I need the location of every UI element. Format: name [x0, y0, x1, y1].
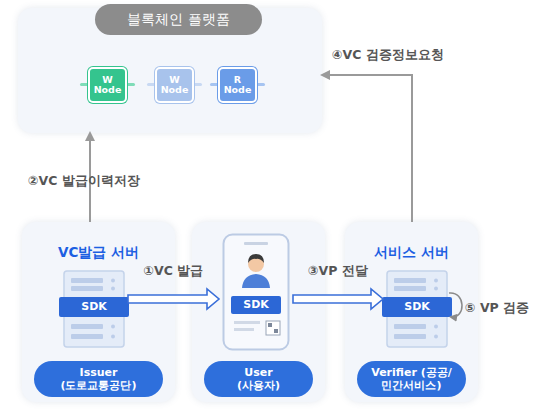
- server-slot: [71, 286, 103, 291]
- server-slot: [71, 278, 103, 283]
- user-panel: User (사용자) SDK: [192, 222, 325, 402]
- server-slot: [394, 286, 426, 291]
- server-box: SDK: [386, 270, 448, 348]
- step-label: ①VC 발급: [144, 263, 204, 280]
- phone-header: [244, 242, 268, 245]
- node-label: W Node: [92, 75, 124, 95]
- blockchain-platform: 블록체인 플랫폼W NodeW NodeR Node: [18, 8, 322, 133]
- role-label: User (사용자): [233, 366, 285, 392]
- step-label: ④VC 검증정보요청: [332, 47, 444, 64]
- step-label: ⑤ VP 검증: [465, 300, 529, 317]
- qr-dot: [268, 323, 272, 327]
- sdk-badge: SDK: [382, 297, 452, 317]
- server-led: [434, 325, 438, 329]
- role-label: Issuer (도로교통공단): [53, 366, 145, 392]
- panel-title: VC발급 서버: [22, 244, 175, 262]
- server-led: [111, 335, 115, 339]
- node-icon: R Node: [218, 67, 257, 103]
- server-slot: [394, 278, 426, 283]
- server-led: [434, 335, 438, 339]
- flow-line: [322, 75, 412, 222]
- qr-dot: [274, 329, 278, 333]
- server-led: [111, 279, 115, 283]
- server-slot: [71, 334, 103, 339]
- write-node: W Node: [147, 67, 202, 103]
- role-pill: User (사용자): [204, 361, 313, 397]
- node-label: R Node: [222, 75, 254, 95]
- role-pill: Issuer (도로교통공단): [34, 361, 163, 397]
- user-hair: [248, 254, 264, 263]
- read-node: R Node: [210, 67, 265, 103]
- server-box: SDK: [63, 270, 125, 348]
- phone-body: [224, 235, 289, 350]
- step-label: ③VP 전달: [308, 263, 368, 280]
- qr-code: [266, 321, 280, 335]
- sdk-badge: SDK: [231, 296, 281, 314]
- server-slot: [71, 324, 103, 329]
- info-line: [234, 321, 260, 324]
- node-label: W Node: [159, 75, 191, 95]
- server-led: [111, 287, 115, 291]
- server-slot: [394, 334, 426, 339]
- role-pill: Verifier (공공/민간서비스): [357, 361, 466, 397]
- server-led: [434, 279, 438, 283]
- write-node: W Node: [80, 67, 135, 103]
- sdk-badge: SDK: [59, 297, 129, 317]
- step-label: ②VC 발급이력저장: [28, 173, 140, 190]
- server-led: [434, 287, 438, 291]
- server-led: [111, 325, 115, 329]
- panel-title: 서비스 서버: [345, 244, 478, 262]
- platform-title: 블록체인 플랫폼: [95, 4, 262, 35]
- issuer-panel: VC발급 서버 Issuer (도로교통공단) SDK: [22, 222, 175, 402]
- phone-illustration: [222, 233, 290, 351]
- role-label: Verifier (공공/민간서비스): [358, 366, 466, 392]
- user-body: [242, 274, 270, 288]
- verifier-panel: 서비스 서버 Verifier (공공/민간서비스) SDK: [345, 222, 478, 402]
- server-slot: [394, 324, 426, 329]
- node-icon: W Node: [155, 67, 194, 103]
- phone-box: SDK: [222, 233, 290, 351]
- node-icon: W Node: [88, 67, 127, 103]
- info-line: [234, 328, 254, 331]
